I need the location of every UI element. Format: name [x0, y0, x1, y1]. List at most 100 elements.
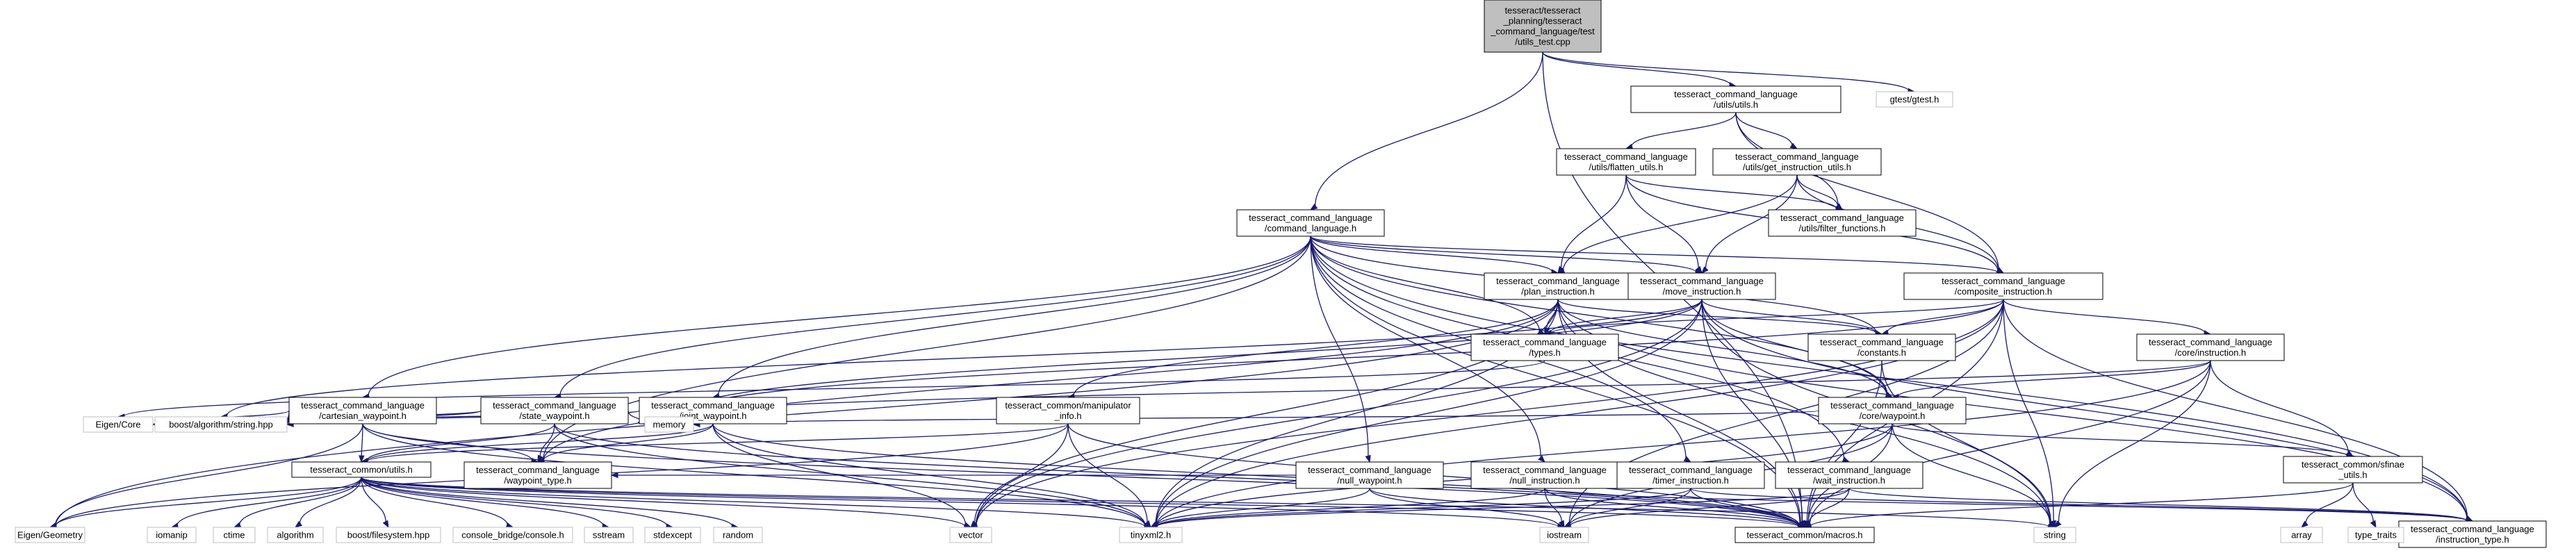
node-box — [1734, 527, 1875, 543]
node-root[interactable]: tesseract/tesseract_planning/tesseract_c… — [1484, 0, 1602, 53]
node-label: tesseract_command_language — [476, 465, 600, 475]
edge-arrowhead — [610, 472, 618, 479]
node-nullwp[interactable]: tesseract_command_language/null_waypoint… — [1295, 461, 1444, 489]
node-boostalgo[interactable]: boost/algorithm/string.hpp — [154, 416, 288, 433]
node-wait[interactable]: tesseract_command_language/wait_instruct… — [1775, 461, 1923, 489]
node-ctime[interactable]: ctime — [213, 527, 256, 543]
node-algorithm[interactable]: algorithm — [267, 527, 324, 543]
edge-line — [361, 477, 966, 527]
node-iostream[interactable]: iostream — [1539, 527, 1589, 543]
node-box — [1616, 461, 1765, 489]
node-manip[interactable]: tesseract_common/manipulator_info.h — [996, 397, 1140, 424]
node-label: type_traits — [2355, 530, 2397, 540]
edge-cmdlang-to-nullinstr — [1310, 236, 1545, 463]
edge-arrowhead — [1538, 455, 1545, 463]
node-label: tesseract/tesseract — [1504, 6, 1580, 16]
node-label: tesseract_command_language — [2411, 524, 2534, 534]
edge-line — [1735, 112, 1999, 270]
edge-line — [1705, 174, 1798, 270]
edge-line — [1892, 423, 2051, 525]
node-box — [1470, 333, 1619, 361]
node-eigengeom[interactable]: Eigen/Geometry — [15, 527, 85, 543]
edge-line — [1544, 488, 2468, 522]
node-coreinstr[interactable]: tesseract_command_language/core/instruct… — [2136, 333, 2285, 361]
node-random[interactable]: random — [713, 527, 763, 543]
node-vector[interactable]: vector — [949, 527, 992, 543]
node-move[interactable]: tesseract_command_language/move_instruct… — [1627, 272, 1776, 300]
node-sstream[interactable]: sstream — [584, 527, 634, 543]
node-utils[interactable]: tesseract_command_language/utils/utils.h — [1630, 85, 1841, 113]
edge-cmdlang-to-nullwp — [1310, 236, 1371, 463]
edge-flatten-to-filter — [1625, 174, 1844, 212]
node-instrtype[interactable]: tesseract_command_language/instruction_t… — [2398, 520, 2547, 548]
edge-line — [1735, 112, 1793, 147]
edge-line — [2305, 482, 2354, 524]
node-composite[interactable]: tesseract_command_language/composite_ins… — [1903, 272, 2103, 300]
edge-line — [1892, 423, 2348, 457]
node-label: tesseract_command_language — [1942, 276, 2065, 286]
node-box — [2398, 520, 2547, 548]
edge-line — [366, 423, 714, 462]
node-label: tesseract_command_language — [1564, 151, 1688, 162]
node-nullinstr[interactable]: tesseract_command_language/null_instruct… — [1470, 461, 1619, 489]
edge-line — [1073, 299, 1559, 397]
node-gtest[interactable]: gtest/gtest.h — [1876, 91, 1953, 108]
node-label: tesseract_command_language — [1735, 151, 1859, 162]
edge-move-to-tinyxml — [1149, 299, 1703, 528]
node-typetraits[interactable]: type_traits — [2347, 527, 2404, 543]
edge-getinstr-to-plan — [1557, 174, 1798, 274]
edge-line — [1810, 482, 2354, 527]
node-macros[interactable]: tesseract_common/macros.h — [1734, 527, 1875, 543]
node-types[interactable]: tesseract_command_language/types.h — [1470, 333, 1619, 361]
node-commonutils[interactable]: tesseract_common/utils.h — [291, 461, 432, 478]
node-box — [452, 527, 573, 543]
node-tinyxml[interactable]: tinyxml2.h — [1119, 527, 1183, 543]
node-string[interactable]: string — [2033, 527, 2076, 543]
node-box — [15, 527, 85, 543]
node-label: tesseract_command_language — [1483, 465, 1607, 475]
node-timer[interactable]: tesseract_command_language/timer_instruc… — [1616, 461, 1765, 489]
node-cartesian[interactable]: tesseract_command_language/cartesian_way… — [288, 397, 437, 424]
node-sfinae[interactable]: tesseract_common/sfinae_utils.h — [2283, 456, 2423, 484]
edge-line — [1808, 488, 1850, 524]
node-array[interactable]: array — [2280, 527, 2323, 543]
node-corewp[interactable]: tesseract_command_language/core/waypoint… — [1818, 397, 1967, 424]
node-label: /utils/utils.h — [1714, 99, 1758, 110]
edge-line — [1310, 236, 1369, 457]
node-eigencore[interactable]: Eigen/Core — [83, 416, 154, 433]
node-constants[interactable]: tesseract_command_language/constants.h — [1807, 333, 1956, 361]
node-cmdlang[interactable]: tesseract_command_language/command_langu… — [1236, 209, 1385, 237]
edge-line — [674, 360, 2211, 418]
node-label: memory — [653, 420, 686, 430]
node-wptype[interactable]: tesseract_command_language/waypoint_type… — [463, 461, 612, 489]
node-box — [213, 527, 256, 543]
node-box — [2283, 456, 2423, 484]
node-box — [644, 416, 694, 433]
edge-line — [54, 423, 363, 526]
edge-line — [559, 236, 1311, 397]
edge-plan-to-tinyxml — [1149, 299, 1559, 528]
node-memory[interactable]: memory — [644, 416, 694, 433]
edge-line — [1544, 488, 1800, 527]
node-label: gtest/gtest.h — [1890, 94, 1939, 105]
node-iomanip[interactable]: iomanip — [147, 527, 197, 543]
node-flatten[interactable]: tesseract_command_language/utils/flatten… — [1556, 148, 1696, 176]
edge-line — [1156, 488, 1370, 527]
node-plan[interactable]: tesseract_command_language/plan_instruct… — [1484, 272, 1632, 300]
node-boostfs[interactable]: boost/filesystem.hpp — [336, 527, 441, 543]
node-filter[interactable]: tesseract_command_language/utils/filter_… — [1768, 209, 1917, 237]
node-getinstr[interactable]: tesseract_command_language/utils/get_ins… — [1712, 148, 1882, 176]
node-stdexcept[interactable]: stdexcept — [644, 527, 701, 543]
edge-line — [368, 236, 1311, 397]
node-label: tesseract_command_language — [2149, 337, 2272, 347]
node-label: vector — [958, 530, 983, 540]
edge-line — [543, 299, 1559, 461]
node-label: /composite_instruction.h — [1955, 286, 2052, 297]
node-statewp[interactable]: tesseract_command_language/state_waypoin… — [480, 397, 629, 424]
node-label: iomanip — [156, 530, 188, 540]
node-console[interactable]: console_bridge/console.h — [452, 527, 573, 543]
edge-line — [1156, 360, 2211, 527]
edge-line — [1569, 488, 1691, 526]
edge-line — [1369, 488, 1559, 527]
edge-line — [1809, 360, 2211, 525]
